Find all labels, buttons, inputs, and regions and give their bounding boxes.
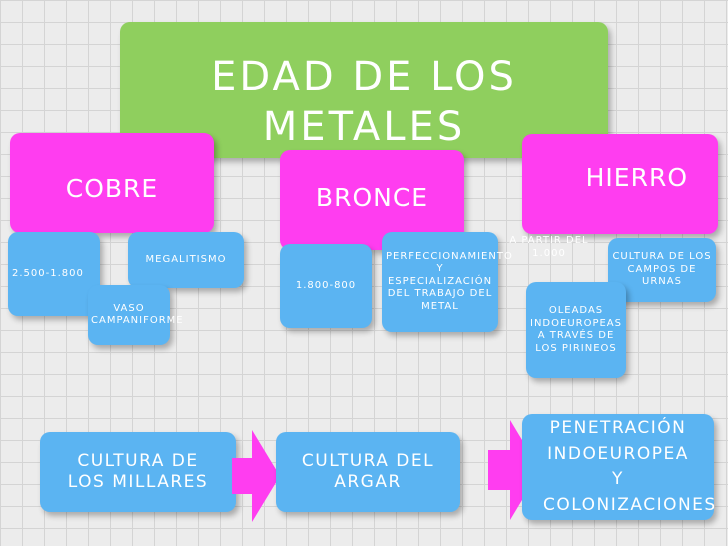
page-title: EDAD DE LOS METALES [211,54,517,150]
oleadas-box: OLEADAS INDOEUROPEAS A TRAVÉS DE LOS PIR… [526,282,626,378]
millares-box: CULTURA DE LOS MILLARES [40,432,236,512]
cobre-date: 2.500-1.800 [12,267,84,279]
arrow-right-icon [488,420,540,520]
penetracion-box: PENETRACIÓN INDOEUROPEA Y COLONIZACIONES [522,414,717,520]
megalitismo-box: MEGALITISMO [128,232,244,288]
hierro-date: A PARTIR DEL 1.000 [509,235,589,259]
urnas-box: CULTURA DE LOS CAMPOS DE URNAS [608,238,716,302]
bronce-label: BRONCE [315,183,429,212]
vaso-box: VASO CAMPANIFORME [88,285,184,345]
cobre-label: COBRE [65,174,159,203]
millares-label: CULTURA DE LOS MILLARES [67,450,209,492]
arrow-right-icon [232,430,280,522]
cobre-box: COBRE [10,133,214,233]
hierro-label: HIERRO [585,163,688,192]
megalitismo-label: MEGALITISMO [145,253,227,265]
trabajo-box: PERFECCIONAMIENTO Y ESPECIALIZACIÓN DEL … [382,232,513,332]
bronce-date: 1.800-800 [295,279,357,291]
argar-box: CULTURA DEL ARGAR [276,432,460,512]
hierro-box: HIERRO [522,134,718,234]
urnas-label: CULTURA DE LOS CAMPOS DE URNAS [612,251,712,288]
vaso-label: VASO CAMPANIFORME [91,302,184,327]
trabajo-label: PERFECCIONAMIENTO Y ESPECIALIZACIÓN DEL … [386,250,513,312]
bronce-date-box: 1.800-800 [280,244,372,328]
cobre-date-box: 2.500-1.800 [8,232,100,316]
oleadas-label: OLEADAS INDOEUROPEAS A TRAVÉS DE LOS PIR… [530,305,622,354]
argar-label: CULTURA DEL ARGAR [301,450,435,492]
penetracion-label: PENETRACIÓN INDOEUROPEA Y COLONIZACIONES [543,418,717,515]
